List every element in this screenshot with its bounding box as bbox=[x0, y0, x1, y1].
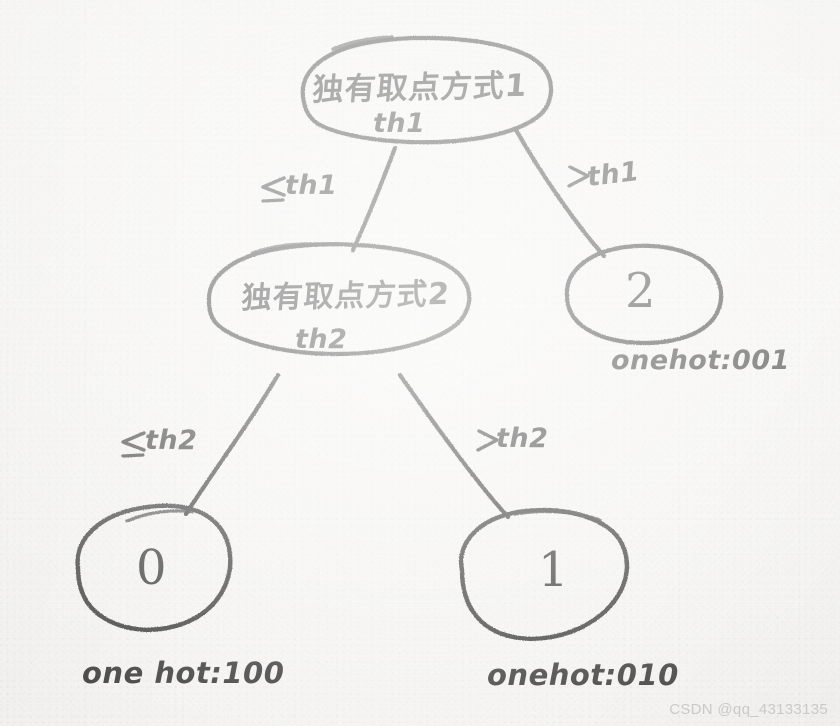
glyph-le-th1 bbox=[261, 176, 286, 203]
node-internal2-threshold: th2 bbox=[295, 324, 348, 355]
glyph-le-th2 bbox=[121, 431, 146, 458]
node-leaf2-label: 2 bbox=[625, 263, 656, 319]
node-leaf0-onehot: one hot:100 bbox=[82, 656, 285, 690]
edge-n2-right bbox=[397, 372, 511, 520]
edge-root-left-label: th1 bbox=[285, 170, 338, 201]
edge-root-left bbox=[350, 145, 398, 253]
watermark: CSDN @qq_43133135 bbox=[669, 701, 828, 718]
node-leaf0-label: 0 bbox=[136, 540, 167, 596]
glyph-gt-th2 bbox=[476, 429, 499, 452]
node-leaf1-onehot: onehot:010 bbox=[487, 658, 679, 692]
edge-root-right bbox=[513, 127, 607, 259]
edge-n2-left bbox=[183, 372, 281, 517]
edge-n2-right-label: th2 bbox=[496, 423, 549, 454]
glyph-gt-th1 bbox=[567, 165, 590, 188]
edge-n2-left-label: th2 bbox=[145, 425, 198, 456]
node-root-threshold: th1 bbox=[373, 108, 426, 139]
edge-root-right-label: th1 bbox=[585, 155, 642, 194]
node-root-label-cn: 独有取点方式1 bbox=[310, 67, 530, 109]
node-leaf1-label: 1 bbox=[538, 542, 569, 598]
node-internal2-label-cn: 独有取点方式2 bbox=[240, 276, 452, 317]
node-leaf2-onehot: onehot:001 bbox=[611, 345, 790, 376]
